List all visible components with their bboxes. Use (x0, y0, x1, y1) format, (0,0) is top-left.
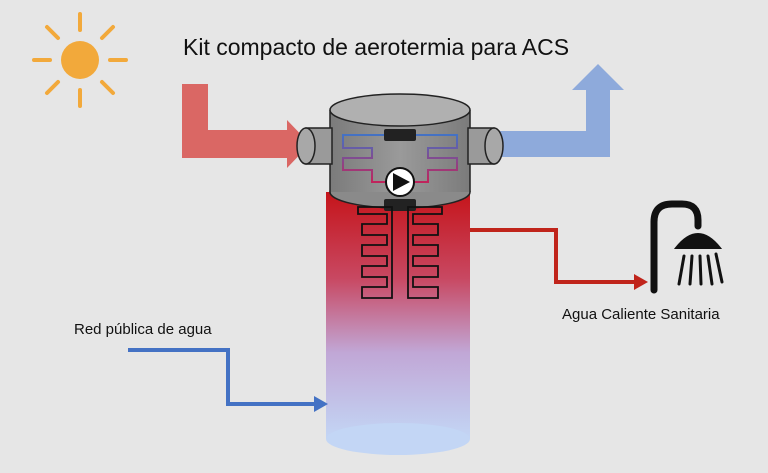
hot-water-pipe (470, 228, 648, 290)
heat-input-arrow (182, 84, 310, 168)
cold-output-arrow (494, 64, 624, 157)
inlet-label: Red pública de agua (74, 321, 212, 338)
heat-pump-unit (329, 93, 471, 209)
air-outlet-port (467, 127, 504, 165)
expansion-valve (384, 129, 416, 141)
shower-icon (650, 200, 724, 294)
heat-exchanger-coil (357, 206, 443, 299)
cold-water-pipe (128, 348, 328, 412)
outlet-label: Agua Caliente Sanitaria (562, 306, 720, 323)
water-tank (326, 192, 470, 455)
air-inlet-port (296, 127, 333, 165)
sun-icon (32, 12, 128, 108)
diagram-title: Kit compacto de aerotermia para ACS (183, 34, 570, 60)
pump-icon (385, 167, 415, 197)
refrigerant-coil (342, 134, 458, 183)
tank-connector (384, 199, 416, 211)
